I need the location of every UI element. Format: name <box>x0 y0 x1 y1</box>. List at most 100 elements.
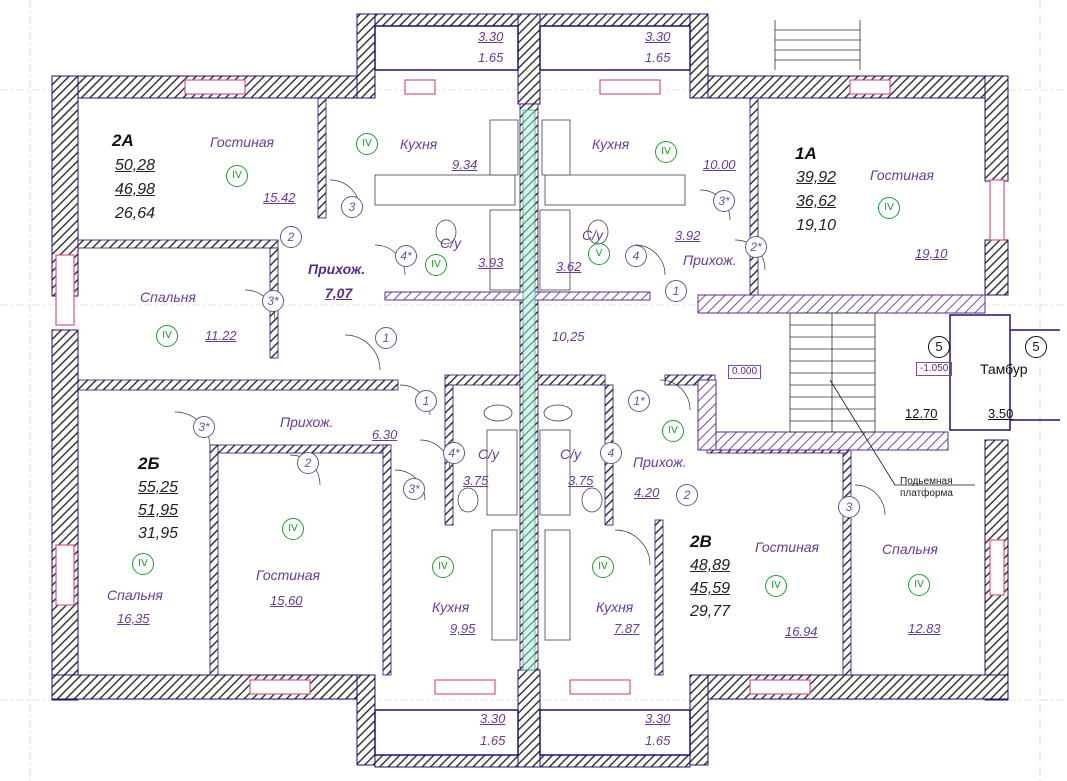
area-corridor: 10,25 <box>552 329 585 344</box>
area-stair: 12.70 <box>905 406 938 421</box>
zone-marker: IV <box>282 518 304 540</box>
area-su-2a: 3.93 <box>478 255 504 270</box>
door-marker: 4 <box>600 442 622 464</box>
apartment-habitable-2v: 29,77 <box>690 603 731 620</box>
area-prihozh-2v: 4.20 <box>634 485 660 500</box>
room-label-su-2a: С/у <box>440 235 461 251</box>
zone-marker: IV <box>156 325 178 347</box>
apartment-living-2a: 46,98 <box>115 181 156 198</box>
door-marker: 5 <box>928 336 950 358</box>
room-label-su-2v: С/у <box>560 446 581 462</box>
door-marker: 2* <box>745 236 767 258</box>
apartment-habitable-2b: 31,95 <box>138 525 179 542</box>
area-kuhnya-1a: 10.00 <box>703 157 736 172</box>
room-label-prihozh-2b: Прихож. <box>280 414 334 430</box>
room-label-kuhnya-2b: Кухня <box>432 599 470 615</box>
zone-marker: IV <box>908 574 930 596</box>
area-prihozh-2a: 7,07 <box>325 285 353 301</box>
zone-marker: IV <box>592 556 614 578</box>
balconies <box>374 25 691 756</box>
door-marker: 3* <box>262 290 284 312</box>
zone-marker: V <box>588 243 610 265</box>
area-spalnya-2b: 16,35 <box>117 611 150 626</box>
apartment-code-1a: 1А <box>795 144 817 163</box>
zone-marker: IV <box>356 133 378 155</box>
area-gostinaya-1a: 19,10 <box>915 246 948 261</box>
zone-marker: IV <box>132 553 154 575</box>
room-label-su-1a: С/у <box>582 227 603 243</box>
room-label-su-2b: С/у <box>478 446 499 462</box>
area-tambur: 3.50 <box>988 406 1014 421</box>
room-label-gostinaya-2a: Гостиная <box>210 134 275 150</box>
area-kuhnya-2a: 9.34 <box>452 157 478 172</box>
door-marker: 3* <box>713 190 735 212</box>
room-label-spalnya-2v: Спальня <box>882 541 938 557</box>
zone-marker: IV <box>432 556 454 578</box>
door-marker: 4* <box>443 442 465 464</box>
balcony-area-tr-top: 3.30 <box>645 29 671 44</box>
room-label-prihozh-1a: Прихож. <box>683 252 737 268</box>
apartment-total-2v: 48,89 <box>690 557 731 574</box>
room-label-gostinaya-1a: Гостиная <box>870 167 935 183</box>
room-label-kuhnya-1a: Кухня <box>592 136 630 152</box>
apartment-living-2b: 51,95 <box>138 502 179 519</box>
area-spalnya-2v: 12.83 <box>908 621 941 636</box>
area-gostinaya-2v: 16.94 <box>785 624 818 639</box>
area-kuhnya-2v: 7.87 <box>614 621 640 636</box>
apartment-total-1a: 39,92 <box>796 169 837 186</box>
balcony-area-br-bottom: 1.65 <box>645 733 671 748</box>
apartment-code-2b: 2Б <box>138 454 160 473</box>
balcony-area-tl-bottom: 1.65 <box>478 50 504 65</box>
room-label-prihozh-2a: Прихож. <box>308 261 366 277</box>
area-prihozh-1a: 3.92 <box>675 228 701 243</box>
apartment-total-2a: 50,28 <box>115 157 156 174</box>
platform-label: Подьемная платформа <box>900 476 953 499</box>
entry-tambur <box>949 314 1060 431</box>
door-marker: 3* <box>193 416 215 438</box>
balcony-area-tr-bottom: 1.65 <box>645 50 671 65</box>
zone-marker: IV <box>655 141 677 163</box>
kitchen-counters <box>374 119 686 641</box>
apartment-habitable-1a: 19,10 <box>796 217 837 234</box>
apartment-total-2b: 55,25 <box>138 479 179 496</box>
door-marker: 1 <box>375 327 397 349</box>
zone-marker: IV <box>226 165 248 187</box>
windows <box>55 79 1005 695</box>
area-su-2v: 3.75 <box>568 473 594 488</box>
balcony-area-br-top: 3.30 <box>645 711 671 726</box>
apartment-living-1a: 36,62 <box>796 193 837 210</box>
room-label-tambur: Тамбур <box>980 361 1028 377</box>
room-label-kuhnya-2v: Кухня <box>596 599 634 615</box>
apartment-code-2v: 2В <box>690 532 712 551</box>
room-label-prihozh-2v: Прихож. <box>633 454 687 470</box>
stair-walls <box>384 291 986 451</box>
door-marker: 1 <box>415 390 437 412</box>
zone-marker: IV <box>765 575 787 597</box>
area-su-1a: 3.62 <box>556 259 582 274</box>
zone-marker: IV <box>662 420 684 442</box>
apartment-living-2v: 45,59 <box>690 580 731 597</box>
door-marker: 1 <box>665 280 687 302</box>
door-marker: 2 <box>297 452 319 474</box>
balcony-area-bl-bottom: 1.65 <box>480 733 506 748</box>
staircase <box>774 20 975 486</box>
door-marker: 1* <box>628 390 650 412</box>
vent-shaft <box>522 109 536 671</box>
door-marker: 3* <box>403 478 425 500</box>
area-prihozh-2b: 6.30 <box>372 427 398 442</box>
room-label-kuhnya-2a: Кухня <box>400 136 438 152</box>
zone-marker: IV <box>878 197 900 219</box>
level-mark-zero: 0.000 <box>728 365 762 379</box>
apartment-code-2a: 2А <box>112 131 134 150</box>
door-marker: 4 <box>625 245 647 267</box>
level-mark-tambur: -1.050 <box>916 362 953 376</box>
door-marker: 4* <box>395 245 417 267</box>
area-su-2b: 3.75 <box>463 473 489 488</box>
room-label-spalnya-2b: Спальня <box>107 587 163 603</box>
room-label-spalnya-2a: Спальня <box>140 289 196 305</box>
apartment-habitable-2a: 26,64 <box>115 205 156 222</box>
area-gostinaya-2a: 15.42 <box>263 190 296 205</box>
bathroom-fixtures <box>435 209 609 516</box>
zone-marker: IV <box>425 254 447 276</box>
